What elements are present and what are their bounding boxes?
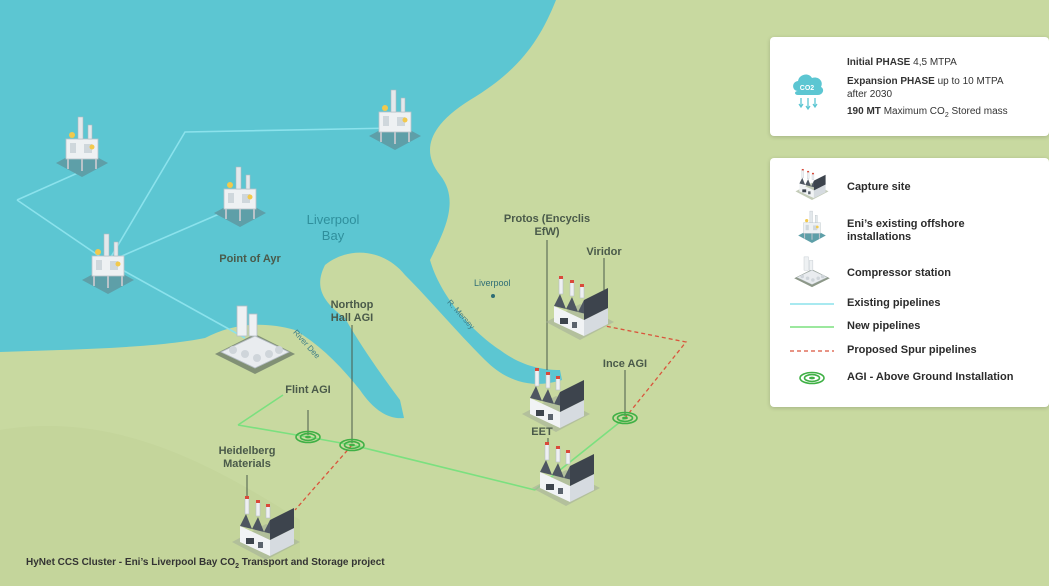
expansion-note: after 2030 [847,89,893,100]
expansion-phase-value: up to 10 MTPA [937,76,1004,87]
legend-label: New pipelines [847,320,921,332]
spur-pipeline-line [790,350,834,352]
legend-agi: AGI - Above Ground Installation [770,366,1049,390]
legend-offshore: Eni’s existing offshore installations [770,210,1049,244]
caption-sub: 2 [235,563,240,570]
spur-pipelines [294,324,688,511]
co2-icon-text: CO2 [800,85,815,92]
northop-hall-agi-label: Northop Hall AGI [330,299,374,324]
point-of-ayr-label: Point of Ayr [219,253,281,265]
legend-compressor: Compressor station [770,256,1049,288]
initial-phase-row: Initial PHASE 4,5 MTPA [847,57,957,68]
map-caption: HyNet CCS Cluster - Eni’s Liverpool Bay … [26,557,385,570]
new-pipeline-line [790,326,834,328]
viridor-label: Viridor [586,246,622,258]
legend-new-pipelines: New pipelines [770,315,1049,339]
liverpool-bay-sea [0,0,562,419]
sea-label: Liverpool Bay [306,212,360,243]
caption-text: HyNet CCS Cluster - Eni’s Liverpool Bay … [26,557,236,568]
existing-pipeline-line [790,303,834,305]
offshore-installation-icon [797,210,827,244]
liverpool-label: Liverpool [474,278,511,288]
eet-label: EET [531,426,553,438]
max-stored-text: Maximum CO [883,106,945,117]
compressor-station-icon [794,256,830,288]
flint-agi-label: Flint AGI [285,384,331,396]
legend-existing-pipelines: Existing pipelines [770,292,1049,316]
liverpool-dot [491,294,495,298]
max-stored-row: 190 MT Maximum CO2 Stored mass [847,106,1008,119]
legend-label: Capture site [847,181,911,193]
capacity-panel: CO2 Initial PHASE 4,5 MTPA Expansion PHA… [770,37,1049,136]
legend-label: Eni’s existing offshore installations [847,218,965,243]
max-stored-sub: 2 [944,112,949,119]
capture-site-icon [795,168,829,201]
legend-label: Compressor station [847,267,951,279]
legend-panel: Capture site Eni’s existing offshore ins… [770,158,1049,407]
ince-agi-label: Ince AGI [602,358,648,370]
legend-label: Proposed Spur pipelines [847,344,977,356]
initial-phase-label: Initial PHASE [847,57,911,68]
legend-label: Existing pipelines [847,297,941,309]
protos-label: Protos (Encyclis EfW) [503,213,591,238]
legend-capture-site: Capture site [770,168,1049,201]
caption-text-post: Transport and Storage project [239,557,385,568]
agi-icon [799,371,825,385]
legend-label: AGI - Above Ground Installation [847,371,1014,383]
expansion-phase-row: Expansion PHASE up to 10 MTPA [847,76,1004,87]
legend-spur-pipelines: Proposed Spur pipelines [770,339,1049,363]
initial-phase-value: 4,5 MTPA [913,57,957,68]
max-stored-text-post: Stored mass [948,106,1008,117]
max-stored-value: 190 MT [847,106,881,117]
expansion-phase-label: Expansion PHASE [847,76,935,87]
co2-cloud-icon: CO2 [793,74,824,111]
heidelberg-label: Heidelberg Materials [218,445,276,470]
